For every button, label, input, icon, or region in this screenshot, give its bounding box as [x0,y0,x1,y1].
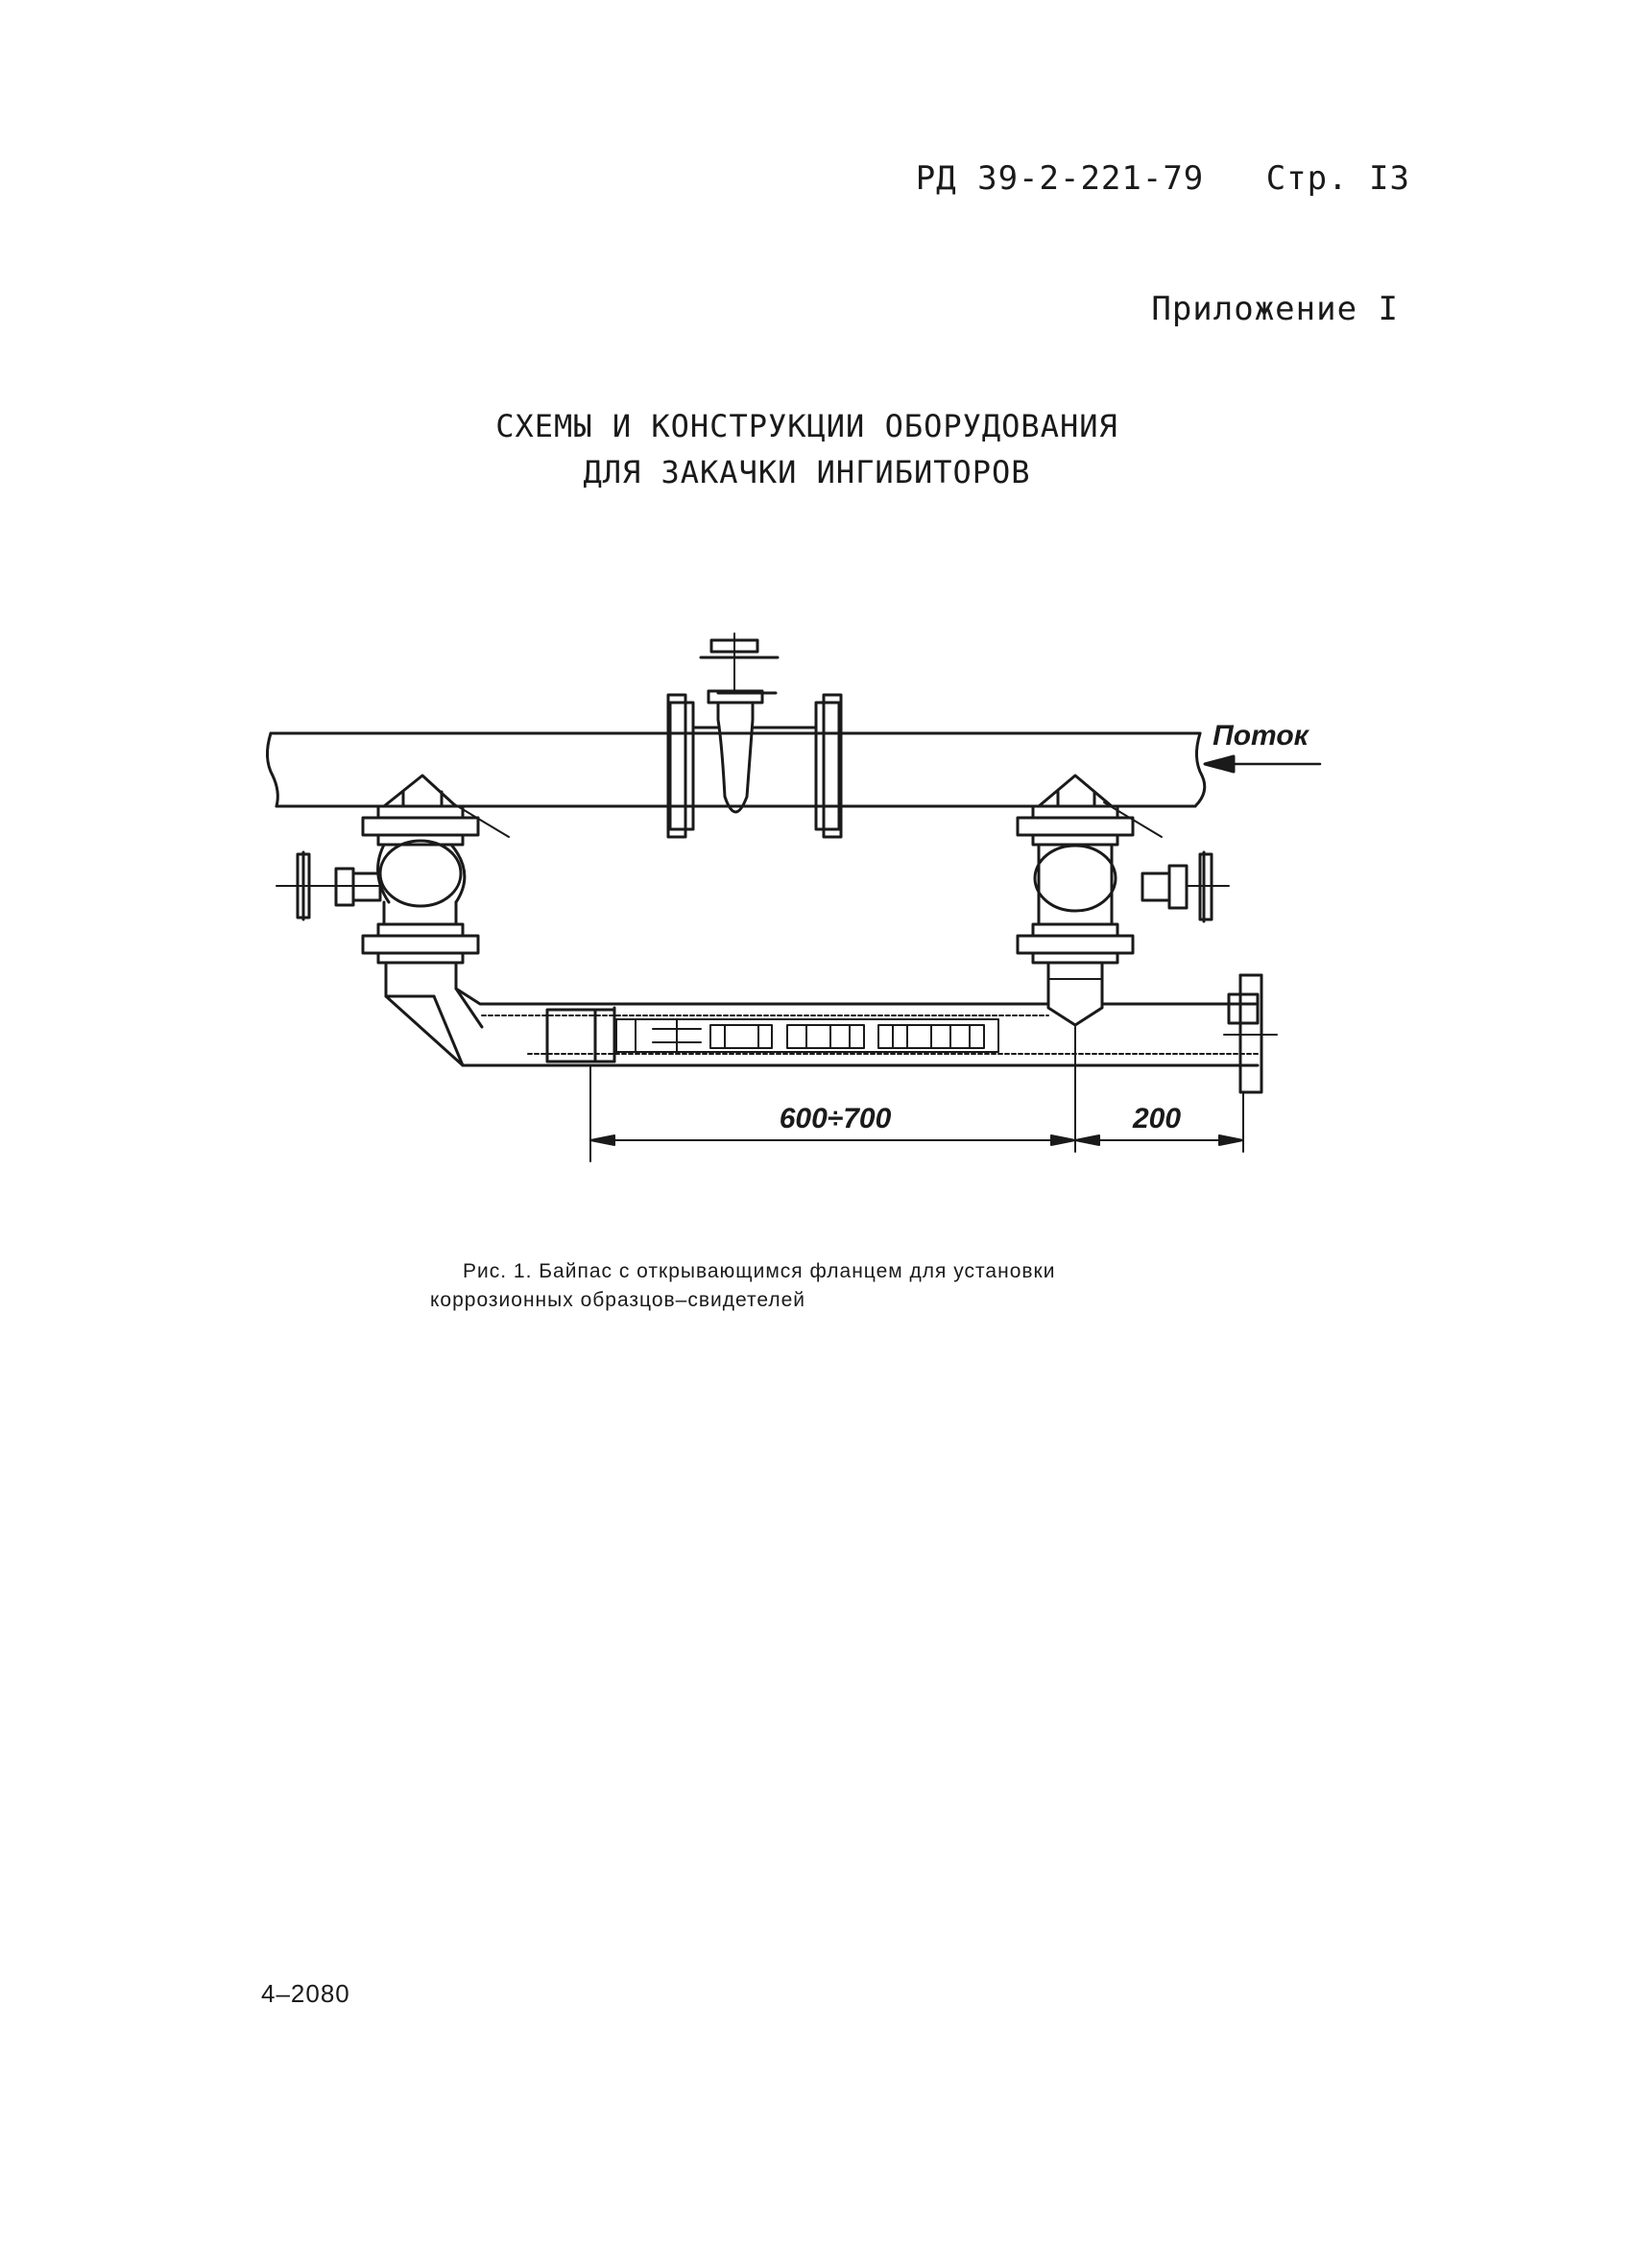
flow-label: Поток [1213,720,1310,752]
figure-caption: Рис. 1. Байпас с открывающимся фланцем д… [430,1257,1231,1315]
flow-arrow [1203,754,1322,774]
bypass-drawing: Поток [266,633,1322,1162]
dimension-200: 200 [1132,1103,1181,1134]
title-line-2: ДЛЯ ЗАКАЧКИ ИНГИБИТОРОВ [583,454,1031,490]
main-valve [666,633,843,839]
bypass-pipe [480,973,1278,1094]
coupon-holder [615,1018,999,1053]
page-title: СХЕМЫ И КОНСТРУКЦИИ ОБОРУДОВАНИЯ ДЛЯ ЗАК… [0,403,1633,495]
dimension-600-700: 600÷700 [780,1103,892,1134]
footer-code: 4–2080 [261,1979,350,2008]
page-number: Стр. I3 [1265,159,1410,198]
document-code: РД 39-2-221-79 [915,159,1205,198]
caption-line-1: Рис. 1. Байпас с открывающимся фланцем д… [463,1260,1056,1282]
left-riser [276,774,549,1067]
document-header: РД 39-2-221-79 Стр. I3 [916,159,1410,198]
main-pipe [266,731,1207,808]
caption-line-2: коррозионных образцов–свидетелей [430,1289,805,1311]
dimensions [589,1026,1244,1162]
title-line-1: СХЕМЫ И КОНСТРУКЦИИ ОБОРУДОВАНИЯ [495,408,1118,444]
appendix-label: Приложение I [1151,290,1399,328]
right-riser [1016,774,1230,1027]
